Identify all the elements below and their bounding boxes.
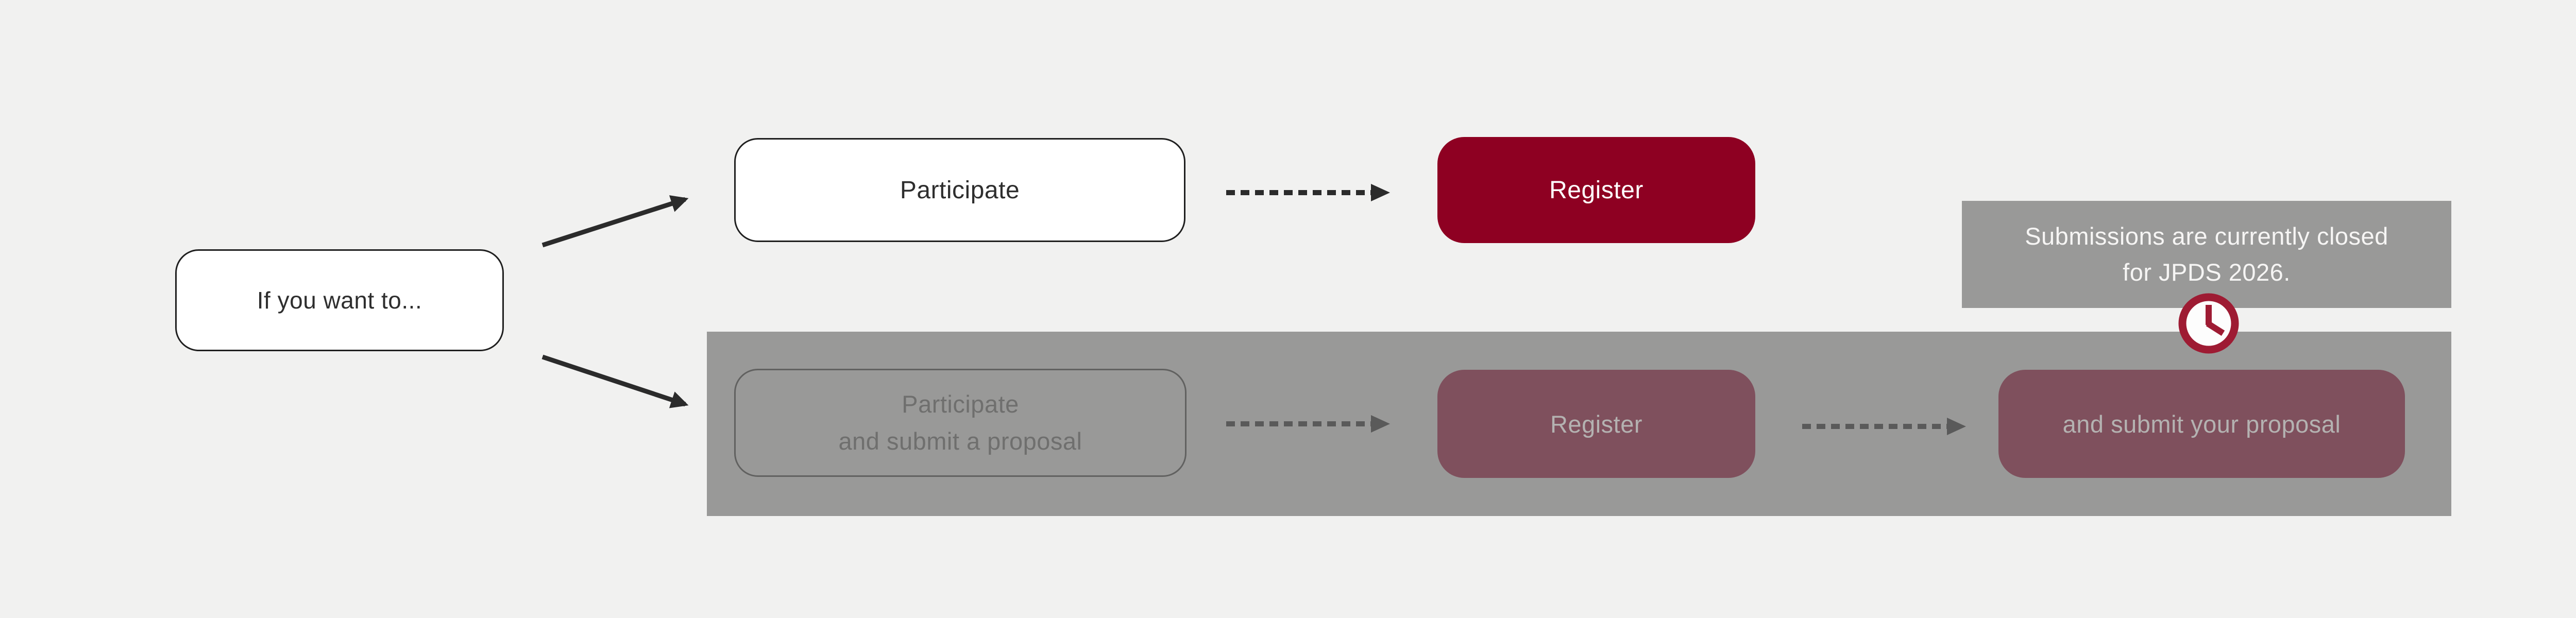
node-participate-and-submit-line1: Participate — [902, 390, 1019, 418]
node-if-you-want-to-label: If you want to... — [257, 287, 422, 314]
node-participate-label: Participate — [900, 176, 1020, 204]
register-button-label: Register — [1549, 176, 1643, 204]
submit-proposal-button-disabled: and submit your proposal — [1998, 370, 2405, 478]
node-participate: Participate — [734, 138, 1185, 242]
register-button[interactable]: Register — [1437, 137, 1755, 243]
submissions-closed-line2: for JPDS 2026. — [2123, 259, 2291, 286]
register-button-disabled: Register — [1437, 370, 1755, 478]
node-participate-and-submit: Participate and submit a proposal — [734, 369, 1187, 477]
clock-icon — [2178, 293, 2239, 354]
dashed-arrow-muted-icon — [1802, 418, 1966, 435]
register-button-disabled-label: Register — [1550, 410, 1642, 438]
arrow-to-participate-icon — [541, 195, 689, 248]
node-if-you-want-to: If you want to... — [175, 249, 504, 351]
dashed-arrow-icon — [1226, 184, 1390, 201]
submissions-closed-line1: Submissions are currently closed — [2025, 222, 2388, 250]
node-participate-and-submit-line2: and submit a proposal — [838, 427, 1082, 455]
submit-proposal-button-disabled-label: and submit your proposal — [2062, 410, 2341, 438]
arrow-to-disabled-path-icon — [541, 354, 689, 408]
dashed-arrow-muted-icon — [1226, 415, 1390, 433]
submissions-closed-banner: Submissions are currently closed for JPD… — [1962, 201, 2451, 308]
